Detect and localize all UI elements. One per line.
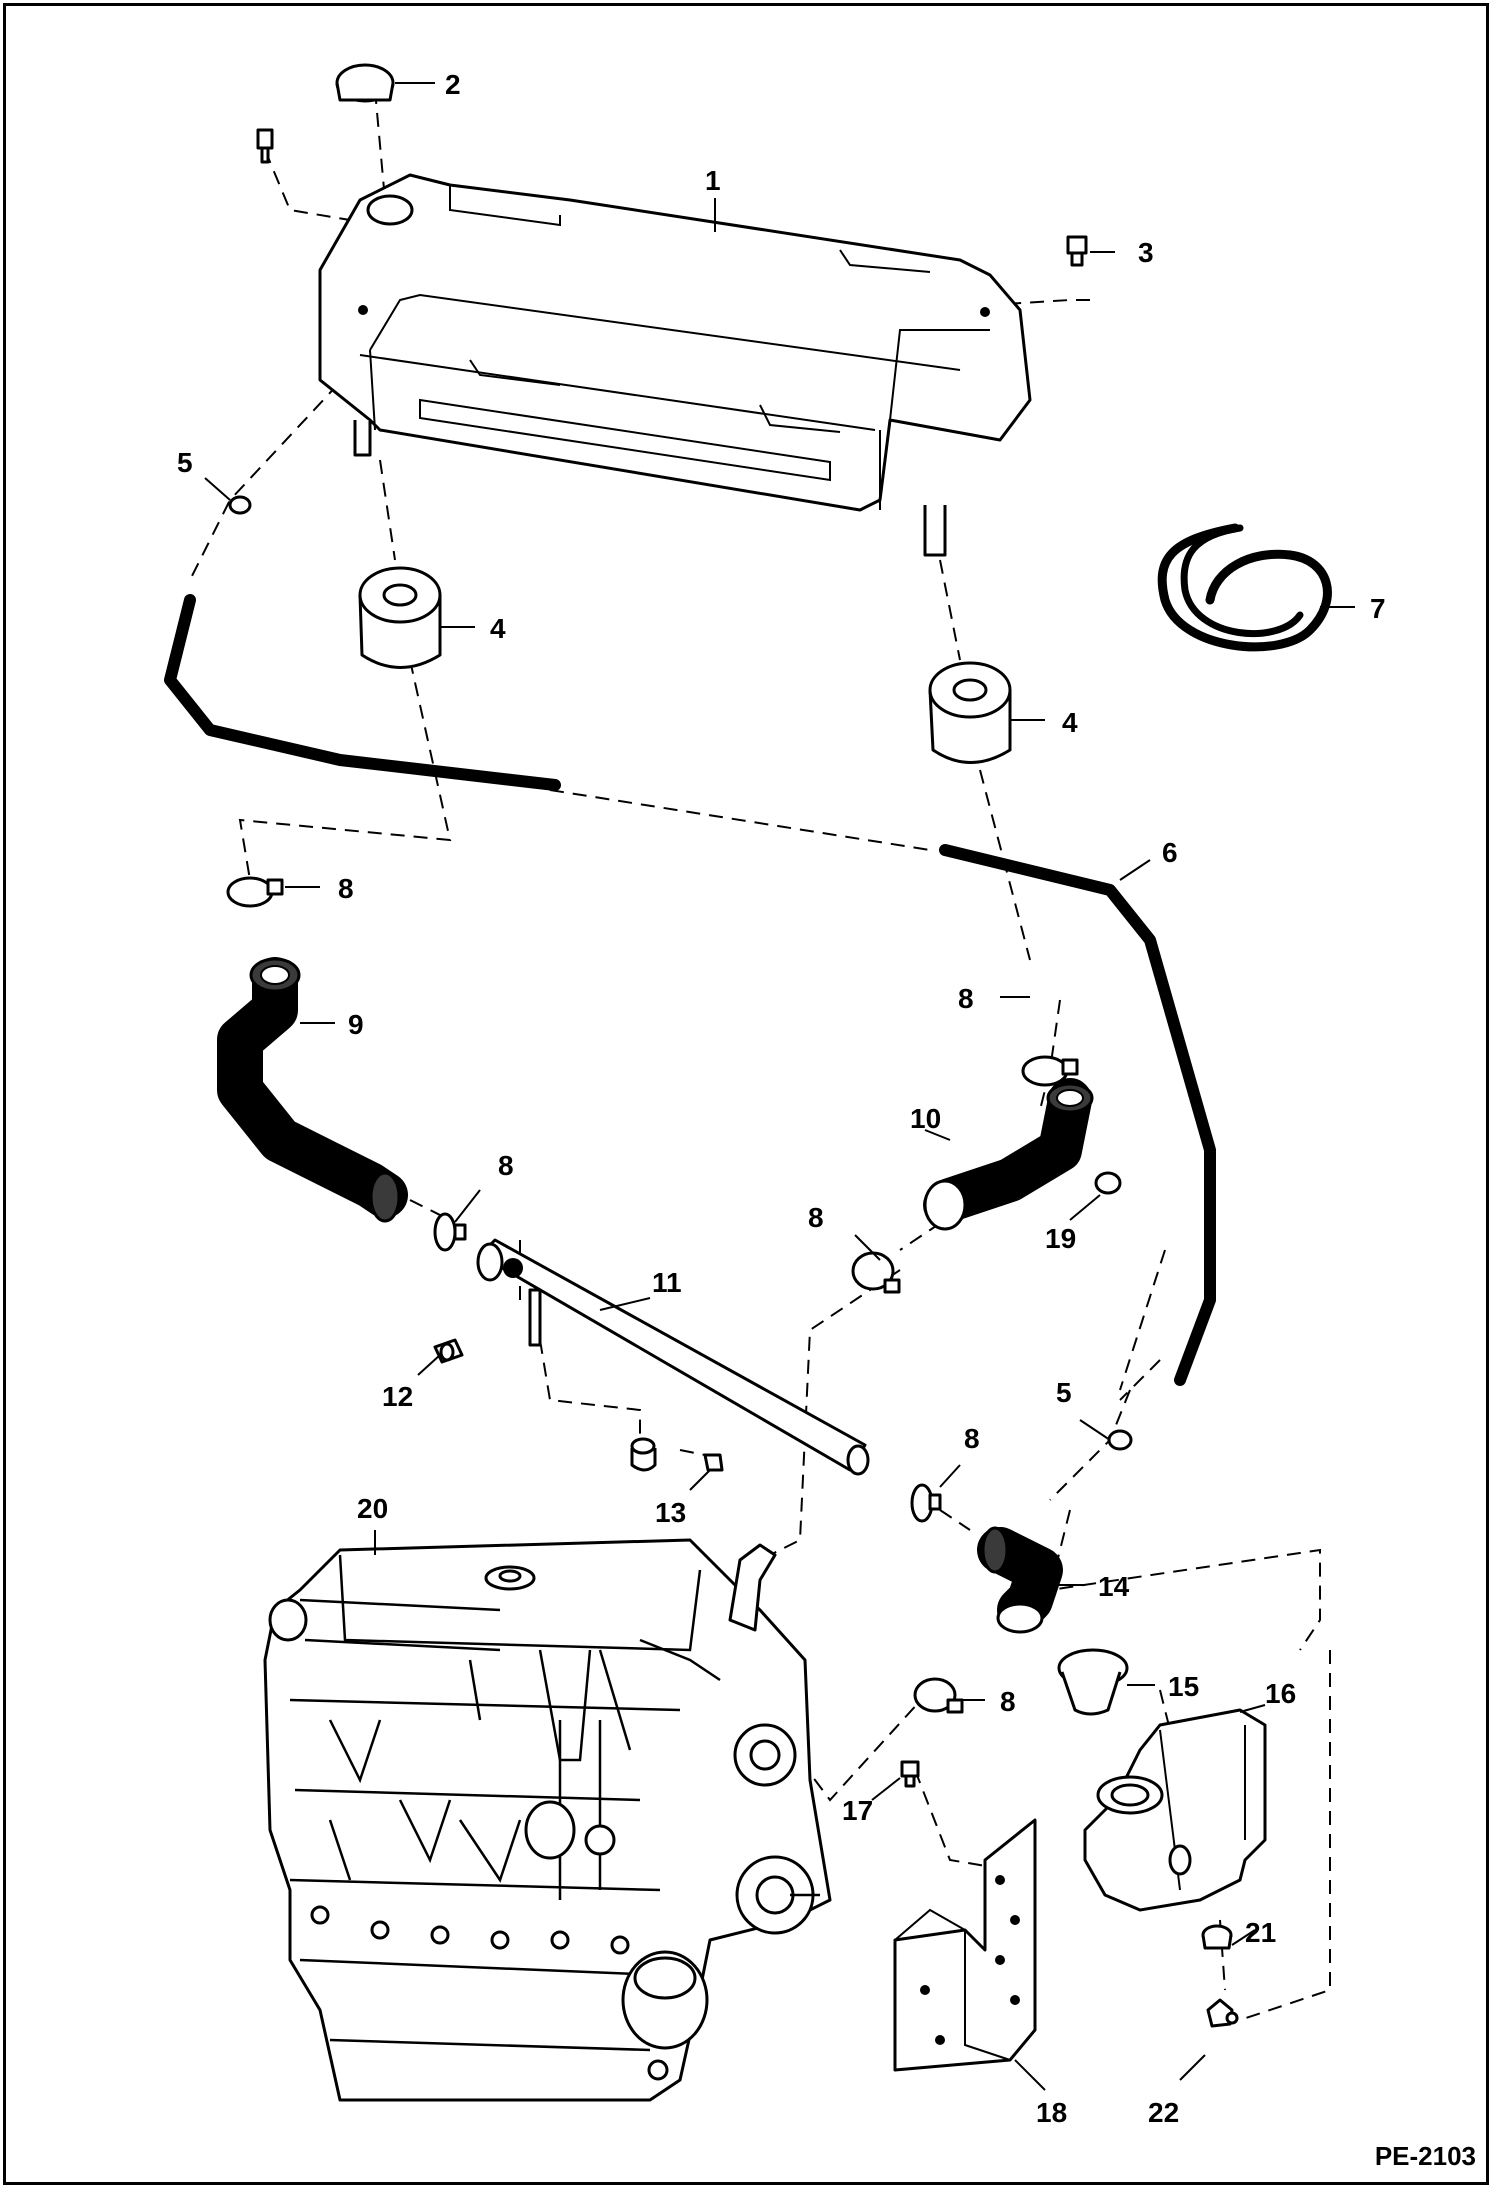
part-17-bolt xyxy=(900,1760,920,1788)
callout-8-e: 8 xyxy=(964,1423,980,1454)
callout-14: 14 xyxy=(1098,1571,1130,1602)
part-14-hose xyxy=(977,1526,1063,1634)
part-5-clamp-upper xyxy=(228,495,252,515)
callout-8-d: 8 xyxy=(808,1202,824,1233)
callout-4-left: 4 xyxy=(490,613,506,644)
part-22-fitting xyxy=(1206,1998,1239,2028)
callout-5-upper: 5 xyxy=(177,447,193,478)
part-21-plug xyxy=(1201,1924,1233,1950)
part-3-bolt xyxy=(1066,235,1088,267)
diagram-border xyxy=(3,3,1489,2185)
callout-5-lower: 5 xyxy=(1056,1377,1072,1408)
part-7-coiled-hose xyxy=(1157,523,1332,652)
callout-20: 20 xyxy=(357,1493,388,1524)
callout-13: 13 xyxy=(655,1497,686,1528)
callout-11: 11 xyxy=(652,1267,682,1298)
callout-7: 7 xyxy=(1370,593,1386,624)
callout-19: 19 xyxy=(1045,1223,1076,1254)
callout-2: 2 xyxy=(445,69,461,100)
part-1-cooler xyxy=(318,173,1032,557)
callout-8-c: 8 xyxy=(498,1150,514,1181)
part-8-clamp-c xyxy=(433,1212,467,1252)
part-9-hose xyxy=(217,957,408,1223)
callout-18: 18 xyxy=(1036,2097,1067,2128)
part-20-engine xyxy=(263,1538,832,2102)
callout-9: 9 xyxy=(348,1009,364,1040)
part-15-cap xyxy=(1057,1648,1129,1716)
part-8-clamp-d xyxy=(851,1251,901,1294)
part-18-bracket xyxy=(893,1818,1037,2072)
callout-21: 21 xyxy=(1245,1917,1276,1948)
callout-8-a: 8 xyxy=(338,873,354,904)
callout-12: 12 xyxy=(382,1381,413,1412)
callout-15: 15 xyxy=(1168,1671,1199,1702)
part-8-clamp-a xyxy=(226,876,284,908)
part-13-nut-bolt xyxy=(630,1437,724,1472)
part-4-isolator-left xyxy=(358,566,442,669)
part-10-hose xyxy=(923,1078,1094,1231)
callout-6: 6 xyxy=(1162,837,1178,868)
assembly-dashed-lines xyxy=(189,89,1331,2021)
part-2-cap xyxy=(335,63,395,103)
callout-16: 16 xyxy=(1265,1678,1296,1709)
figure-reference: PE-2103 xyxy=(1374,2141,1476,2171)
bolt-top-left xyxy=(256,128,274,164)
part-4-isolator-right xyxy=(928,661,1012,764)
callout-4-right: 4 xyxy=(1062,707,1078,738)
callout-8-b: 8 xyxy=(958,983,974,1014)
callout-17: 17 xyxy=(842,1795,873,1826)
callout-1: 1 xyxy=(705,165,721,196)
part-19-seal xyxy=(1094,1171,1122,1195)
part-16-reservoir xyxy=(1083,1708,1267,1912)
callout-22: 22 xyxy=(1148,2097,1179,2128)
callout-3: 3 xyxy=(1138,237,1154,268)
leader-lines xyxy=(204,82,1355,2091)
part-6-hose xyxy=(164,594,1216,1386)
part-8-clamp-f xyxy=(913,1677,964,1714)
part-5-clamp-lower xyxy=(1107,1429,1133,1451)
callout-10: 10 xyxy=(910,1103,941,1134)
part-12-fitting xyxy=(433,1338,464,1364)
part-8-clamp-e xyxy=(910,1483,942,1523)
callout-labels: 2 1 3 5 4 4 7 6 8 8 9 10 8 8 19 11 12 5 … xyxy=(177,69,1386,2128)
part-8-clamp-b xyxy=(1021,1055,1079,1087)
part-11-tube xyxy=(476,1238,870,1476)
callout-8-f: 8 xyxy=(1000,1686,1016,1717)
